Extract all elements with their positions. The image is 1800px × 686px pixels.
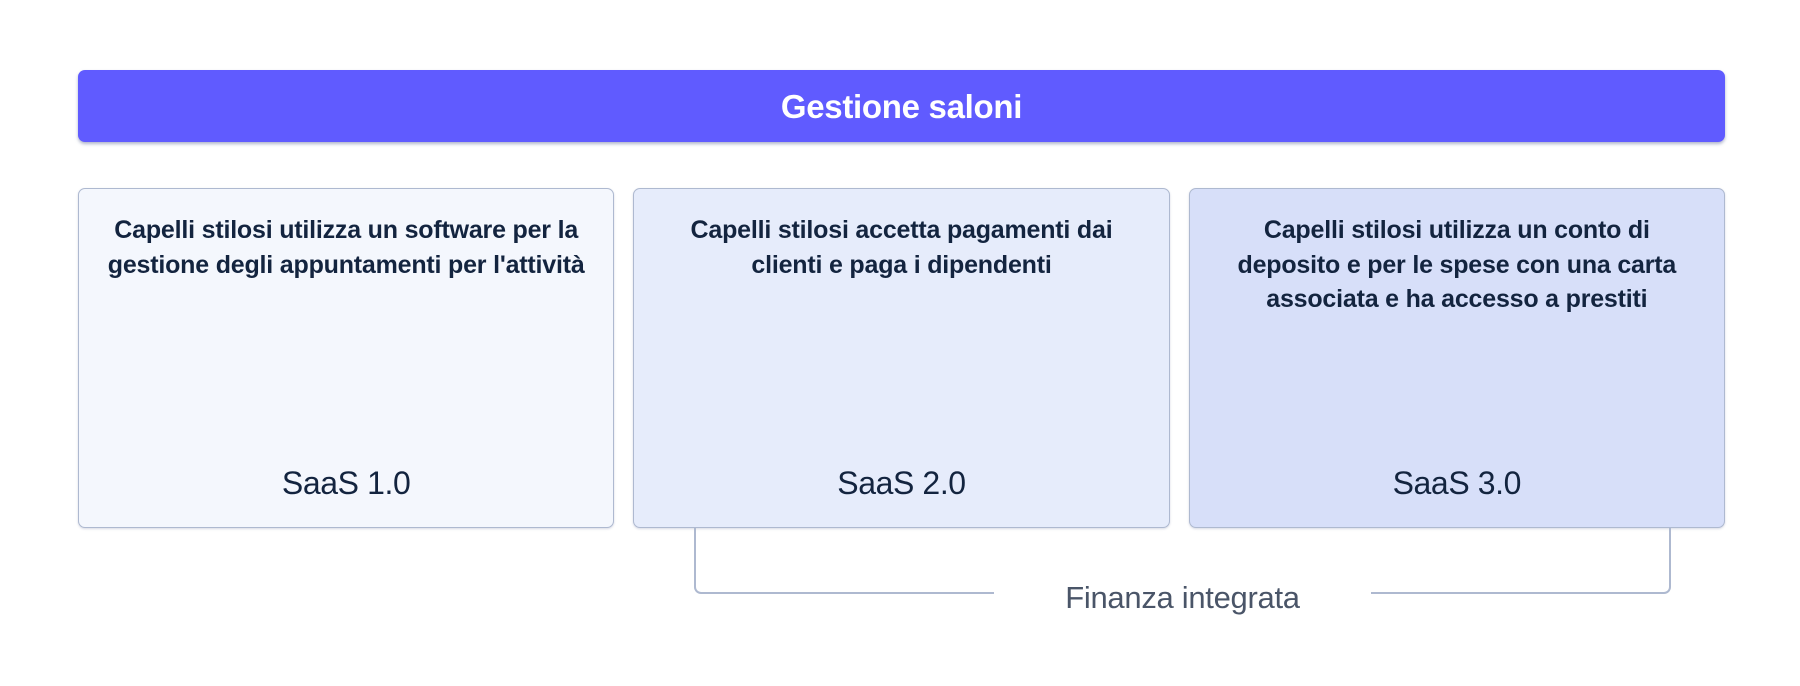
saas-stage-card-1[interactable]: Capelli stilosi utilizza un software per… — [78, 188, 615, 528]
card-stage-label: SaaS 3.0 — [1392, 465, 1522, 501]
card-stage-label: SaaS 2.0 — [837, 465, 966, 501]
card-description: Capelli stilosi utilizza un conto di dep… — [1237, 216, 1677, 313]
card-description: Capelli stilosi accetta pagamenti dai cl… — [690, 216, 1113, 279]
bracket-right-segment — [1371, 528, 1671, 594]
embedded-finance-bracket: Finanza integrata — [694, 528, 1671, 613]
header-banner: Gestione saloni — [78, 70, 1725, 142]
page-title: Gestione saloni — [780, 87, 1023, 125]
card-stage-label: SaaS 1.0 — [281, 465, 411, 501]
saas-stage-card-2[interactable]: Capelli stilosi accetta pagamenti dai cl… — [633, 188, 1170, 528]
saas-stage-card-3[interactable]: Capelli stilosi utilizza un conto di dep… — [1188, 188, 1725, 528]
bracket-left-segment — [694, 528, 994, 594]
saas-stage-card-row: Capelli stilosi utilizza un software per… — [78, 188, 1725, 528]
card-description: Capelli stilosi utilizza un software per… — [107, 216, 585, 279]
bracket-label: Finanza integrata — [1043, 582, 1322, 613]
